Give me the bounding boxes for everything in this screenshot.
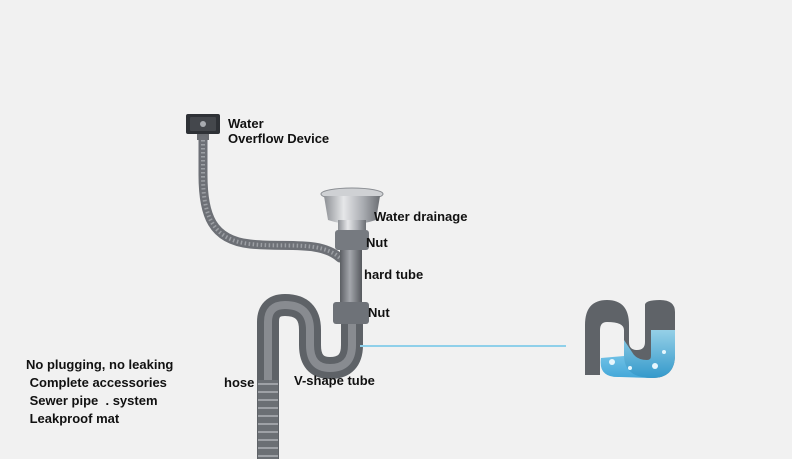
label-hard-tube: hard tube: [364, 267, 424, 282]
bottom-nut: [333, 302, 369, 324]
top-nut: [335, 230, 369, 250]
feature-item: No plugging, no leaking: [26, 357, 174, 372]
feature-item: Complete accessories: [26, 375, 167, 390]
water-seal-illustration: [585, 300, 675, 378]
hard-tube: [340, 250, 362, 302]
label-water-drainage: Water drainage: [374, 209, 468, 224]
feature-list: No plugging, no leaking Complete accesso…: [26, 356, 173, 428]
overflow-hose: [198, 135, 345, 263]
strainer-basket: [320, 187, 384, 230]
feature-item: Sewer pipe . system: [26, 393, 158, 408]
label-water-overflow-line2: Overflow Device: [228, 131, 330, 146]
label-water-overflow-line1: Water: [228, 116, 264, 131]
feature-item: Leakproof mat: [26, 411, 120, 426]
label-nut-top: Nut: [366, 235, 388, 250]
label-hose: hose: [224, 375, 255, 390]
v-shape-trap: [257, 293, 363, 459]
drain-hose: [258, 380, 278, 459]
label-nut-bottom: Nut: [368, 305, 390, 320]
label-v-shape-tube: V-shape tube: [294, 373, 375, 388]
